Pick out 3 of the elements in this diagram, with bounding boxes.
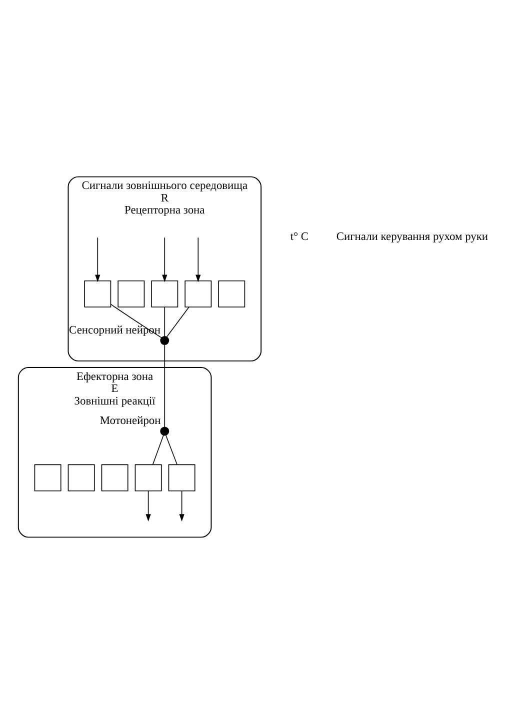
node-label: Мотонейрон	[100, 414, 161, 427]
label: Сигнали керування рухом руки	[336, 230, 488, 242]
label: t° C	[290, 230, 309, 242]
